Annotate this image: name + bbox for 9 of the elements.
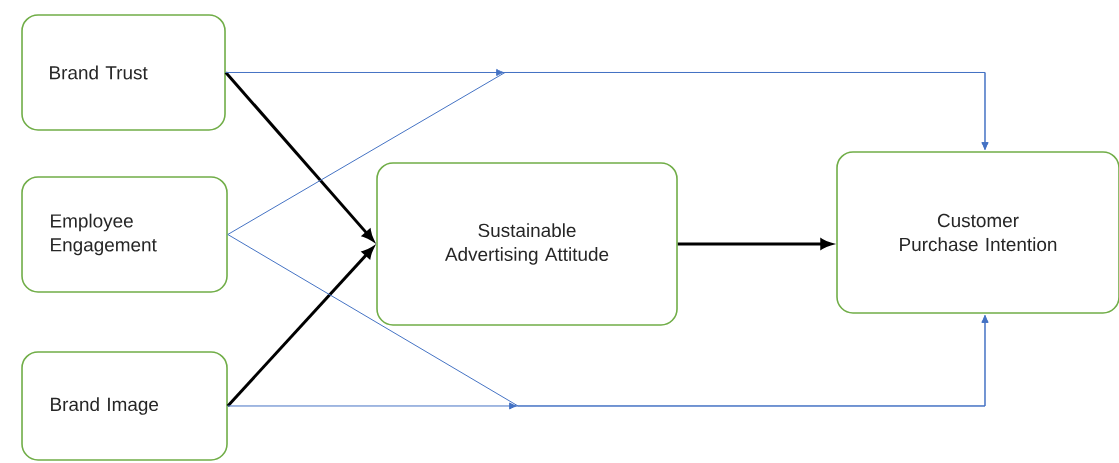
concept-box: Sustainable Advertising Attitude (376, 162, 678, 326)
arrow (224, 71, 374, 242)
concept-box: Brand Trust (21, 14, 226, 131)
arrow (226, 246, 374, 407)
concept-box: Brand Image (21, 351, 228, 461)
concept-box: Employee Engagement (21, 176, 228, 293)
arrow (227, 68, 989, 235)
arrow (227, 315, 989, 407)
concept-box: Customer Purchase Intention (836, 151, 1119, 314)
